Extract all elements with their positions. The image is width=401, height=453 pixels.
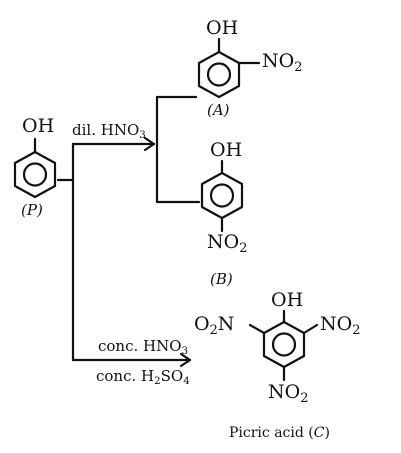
conc-sulfuric-acid-label: conc. H2SO4: [96, 367, 190, 388]
product-b-no2-label: NO2: [207, 231, 248, 256]
picric-acid-name-label: Picric acid (C): [229, 425, 330, 441]
product-a-no2-label: NO2: [262, 50, 303, 75]
picric-acid-left-no2-label: O2N: [194, 313, 235, 338]
phenol-ring: [13, 137, 57, 199]
product-a-oh-label: OH: [206, 17, 239, 39]
picric-acid-ring: [248, 309, 319, 382]
phenol-p-label: (P): [21, 201, 43, 219]
product-a-label: (A): [207, 101, 230, 119]
reaction-arrows: [56, 95, 201, 368]
dilute-nitric-acid-label: dil. HNO3: [72, 121, 146, 142]
picric-acid-oh-label: OH: [271, 289, 304, 311]
picric-acid-right-no2-label: NO2: [320, 313, 361, 338]
phenol-oh-label: OH: [22, 115, 55, 137]
product-b-oh-label: OH: [210, 139, 243, 161]
product-a-ring: [197, 37, 261, 99]
product-b-ring: [200, 159, 244, 233]
conc-nitric-acid-label: conc. HNO3: [98, 337, 189, 358]
picric-acid-bottom-no2-label: NO2: [268, 381, 309, 406]
product-b-label: (B): [210, 270, 233, 288]
